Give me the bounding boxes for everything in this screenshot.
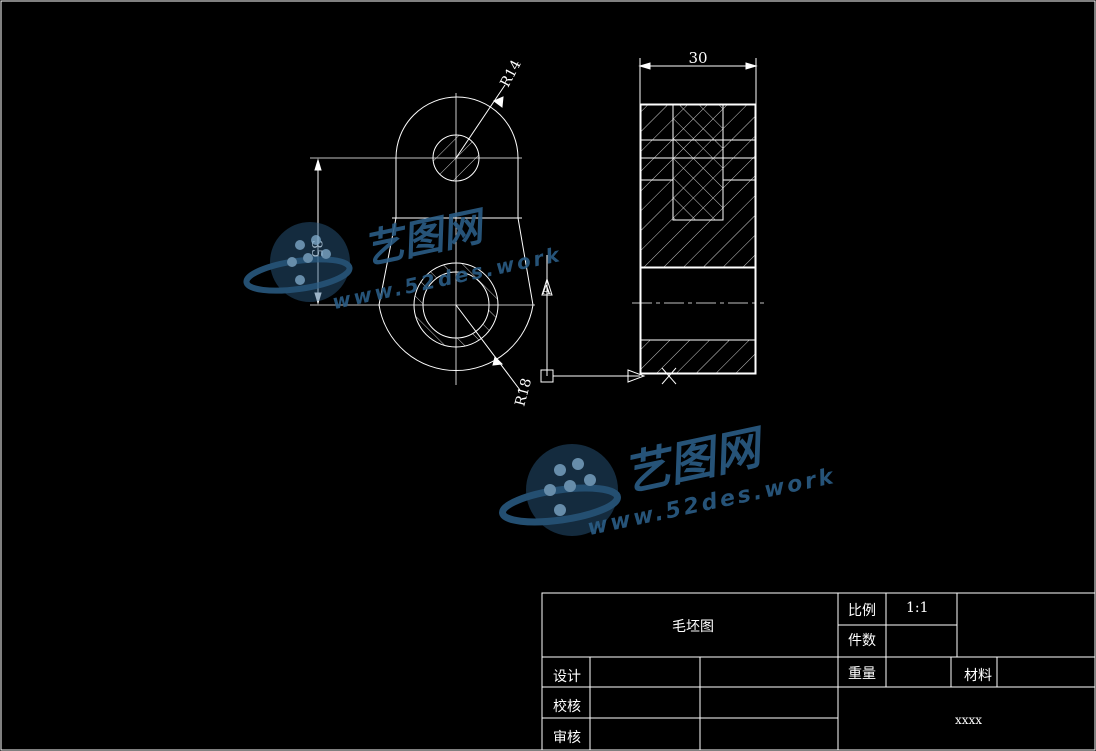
side-outline [639,103,757,375]
organization-label: xxxx [955,713,983,727]
scale-label: 比例 [848,603,876,619]
drawing-title: 毛坯图 [672,619,714,635]
leader-r18 [455,304,521,391]
boss-core [672,104,724,221]
watermark-logo-1 [243,222,353,302]
design-label: 设计 [553,669,581,685]
title-block [541,592,1096,751]
side-view [632,58,764,375]
dim-r14-label: R14 [497,57,524,90]
review-label: 审核 [553,730,581,746]
dim-35-label: 35 [308,240,324,258]
material-label: 材料 [964,668,992,684]
leader-r14 [455,84,506,159]
front-view [310,84,677,391]
weight-label: 重量 [848,666,876,682]
check-label: 校核 [553,699,581,715]
dim-r18-label: R18 [512,377,535,409]
quantity-label: 件数 [848,633,876,649]
hatch-lower [640,339,756,374]
watermark-logo-2 [499,444,621,536]
scale-value: 1:1 [906,600,929,616]
dim-30-label: 30 [688,49,707,67]
bore-void [640,267,756,341]
view-marker-label: A [542,283,551,297]
